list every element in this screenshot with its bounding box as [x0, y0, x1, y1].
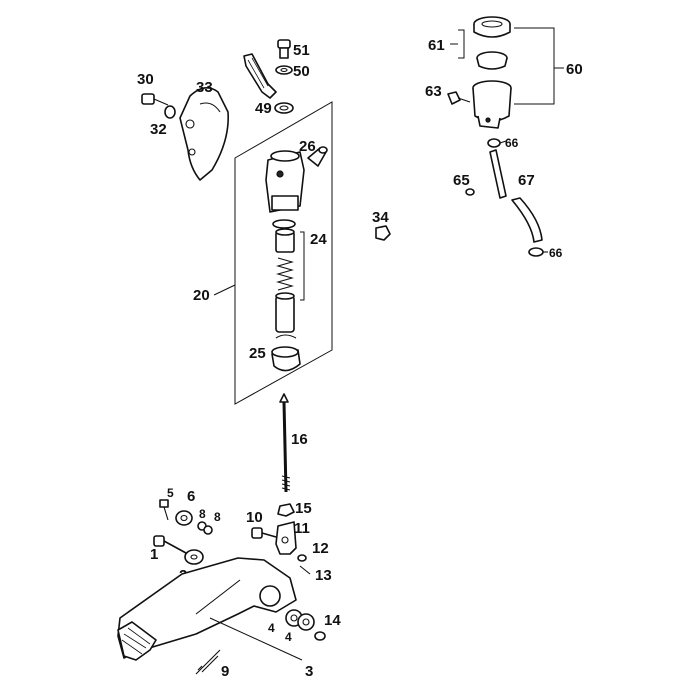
label-50: 50: [293, 63, 310, 80]
label-65: 65: [453, 172, 470, 189]
hose-nipple-part-26: [307, 146, 328, 167]
washer-part-32: [164, 105, 176, 119]
label-60: 60: [566, 61, 583, 78]
label-24: 24: [310, 231, 327, 248]
label-34: 34: [372, 209, 389, 226]
sealing-ring-part-50: [275, 65, 293, 75]
label-10: 10: [246, 509, 263, 526]
label-13: 13: [315, 567, 332, 584]
hose-clamp-part-66-lower: [528, 247, 548, 257]
nut-part-8-b: [203, 525, 213, 535]
label-61: 61: [428, 37, 445, 54]
label-30: 30: [137, 71, 154, 88]
label-3: 3: [305, 663, 313, 680]
guard-part-33: [179, 87, 229, 181]
bearing-part-4-b: [297, 613, 315, 631]
o-ring: [272, 219, 296, 229]
circlip: [275, 334, 297, 339]
label-49: 49: [255, 100, 272, 117]
screw-part-63: [447, 91, 471, 105]
label-12: 12: [312, 540, 329, 557]
hose-clamp-part-66-upper: [487, 138, 507, 148]
reservoir-body-part-60: [472, 80, 512, 129]
hose-part-67: [511, 197, 543, 243]
label-32: 32: [150, 121, 167, 138]
washer-part-14: [314, 631, 326, 641]
pushrod-part-16: [279, 393, 291, 493]
label-63: 63: [425, 83, 442, 100]
clevis-part-11: [275, 521, 297, 555]
nut-part-34: [375, 225, 391, 241]
bushing-part-2: [184, 549, 204, 565]
label-8-a: 8: [199, 507, 206, 521]
reservoir-diaphragm: [476, 51, 508, 70]
label-66-lower: 66: [549, 246, 563, 260]
label-8-b: 8: [214, 510, 221, 524]
label-9: 9: [221, 663, 229, 680]
banjo-bolt-part-51: [277, 39, 291, 59]
hose-part-65: [465, 149, 507, 199]
boot-part-25: [271, 346, 301, 372]
label-14: 14: [324, 612, 341, 629]
label-4-a: 4: [268, 621, 275, 635]
nut-part-15: [277, 503, 295, 517]
label-6: 6: [187, 488, 195, 505]
washer-part-6: [175, 510, 193, 526]
sealing-ring-part-49: [274, 102, 294, 114]
assembly-frame-20: [234, 101, 333, 405]
label-66-upper: 66: [505, 136, 519, 150]
label-51: 51: [293, 42, 310, 59]
label-11: 11: [294, 520, 310, 537]
bolt-part-1: [153, 535, 187, 554]
pushrod-seat: [275, 292, 295, 333]
return-spring-part-9: [195, 649, 221, 675]
label-26: 26: [299, 138, 316, 155]
label-5: 5: [167, 486, 174, 500]
label-67: 67: [518, 172, 535, 189]
reservoir-cap-part-61: [473, 16, 511, 38]
cotter-pin-part-13: [299, 565, 311, 575]
bolt-part-10: [251, 527, 277, 539]
label-16: 16: [291, 431, 308, 448]
label-1: 1: [150, 546, 158, 563]
brake-pedal-part-3: [117, 557, 297, 659]
label-20: 20: [193, 287, 210, 304]
washer-part-12: [297, 554, 307, 562]
label-25: 25: [249, 345, 266, 362]
spring-part-24: [275, 257, 295, 291]
piston-part-24: [275, 228, 295, 253]
screw-part-30: [141, 93, 169, 106]
banjo-hose-fitting: [243, 53, 277, 99]
pedal-step: [117, 621, 157, 661]
label-33: 33: [196, 79, 213, 96]
label-4-b: 4: [285, 630, 292, 644]
master-cylinder-body: [265, 150, 305, 213]
label-15: 15: [295, 500, 312, 517]
screw-part-5: [159, 499, 169, 521]
